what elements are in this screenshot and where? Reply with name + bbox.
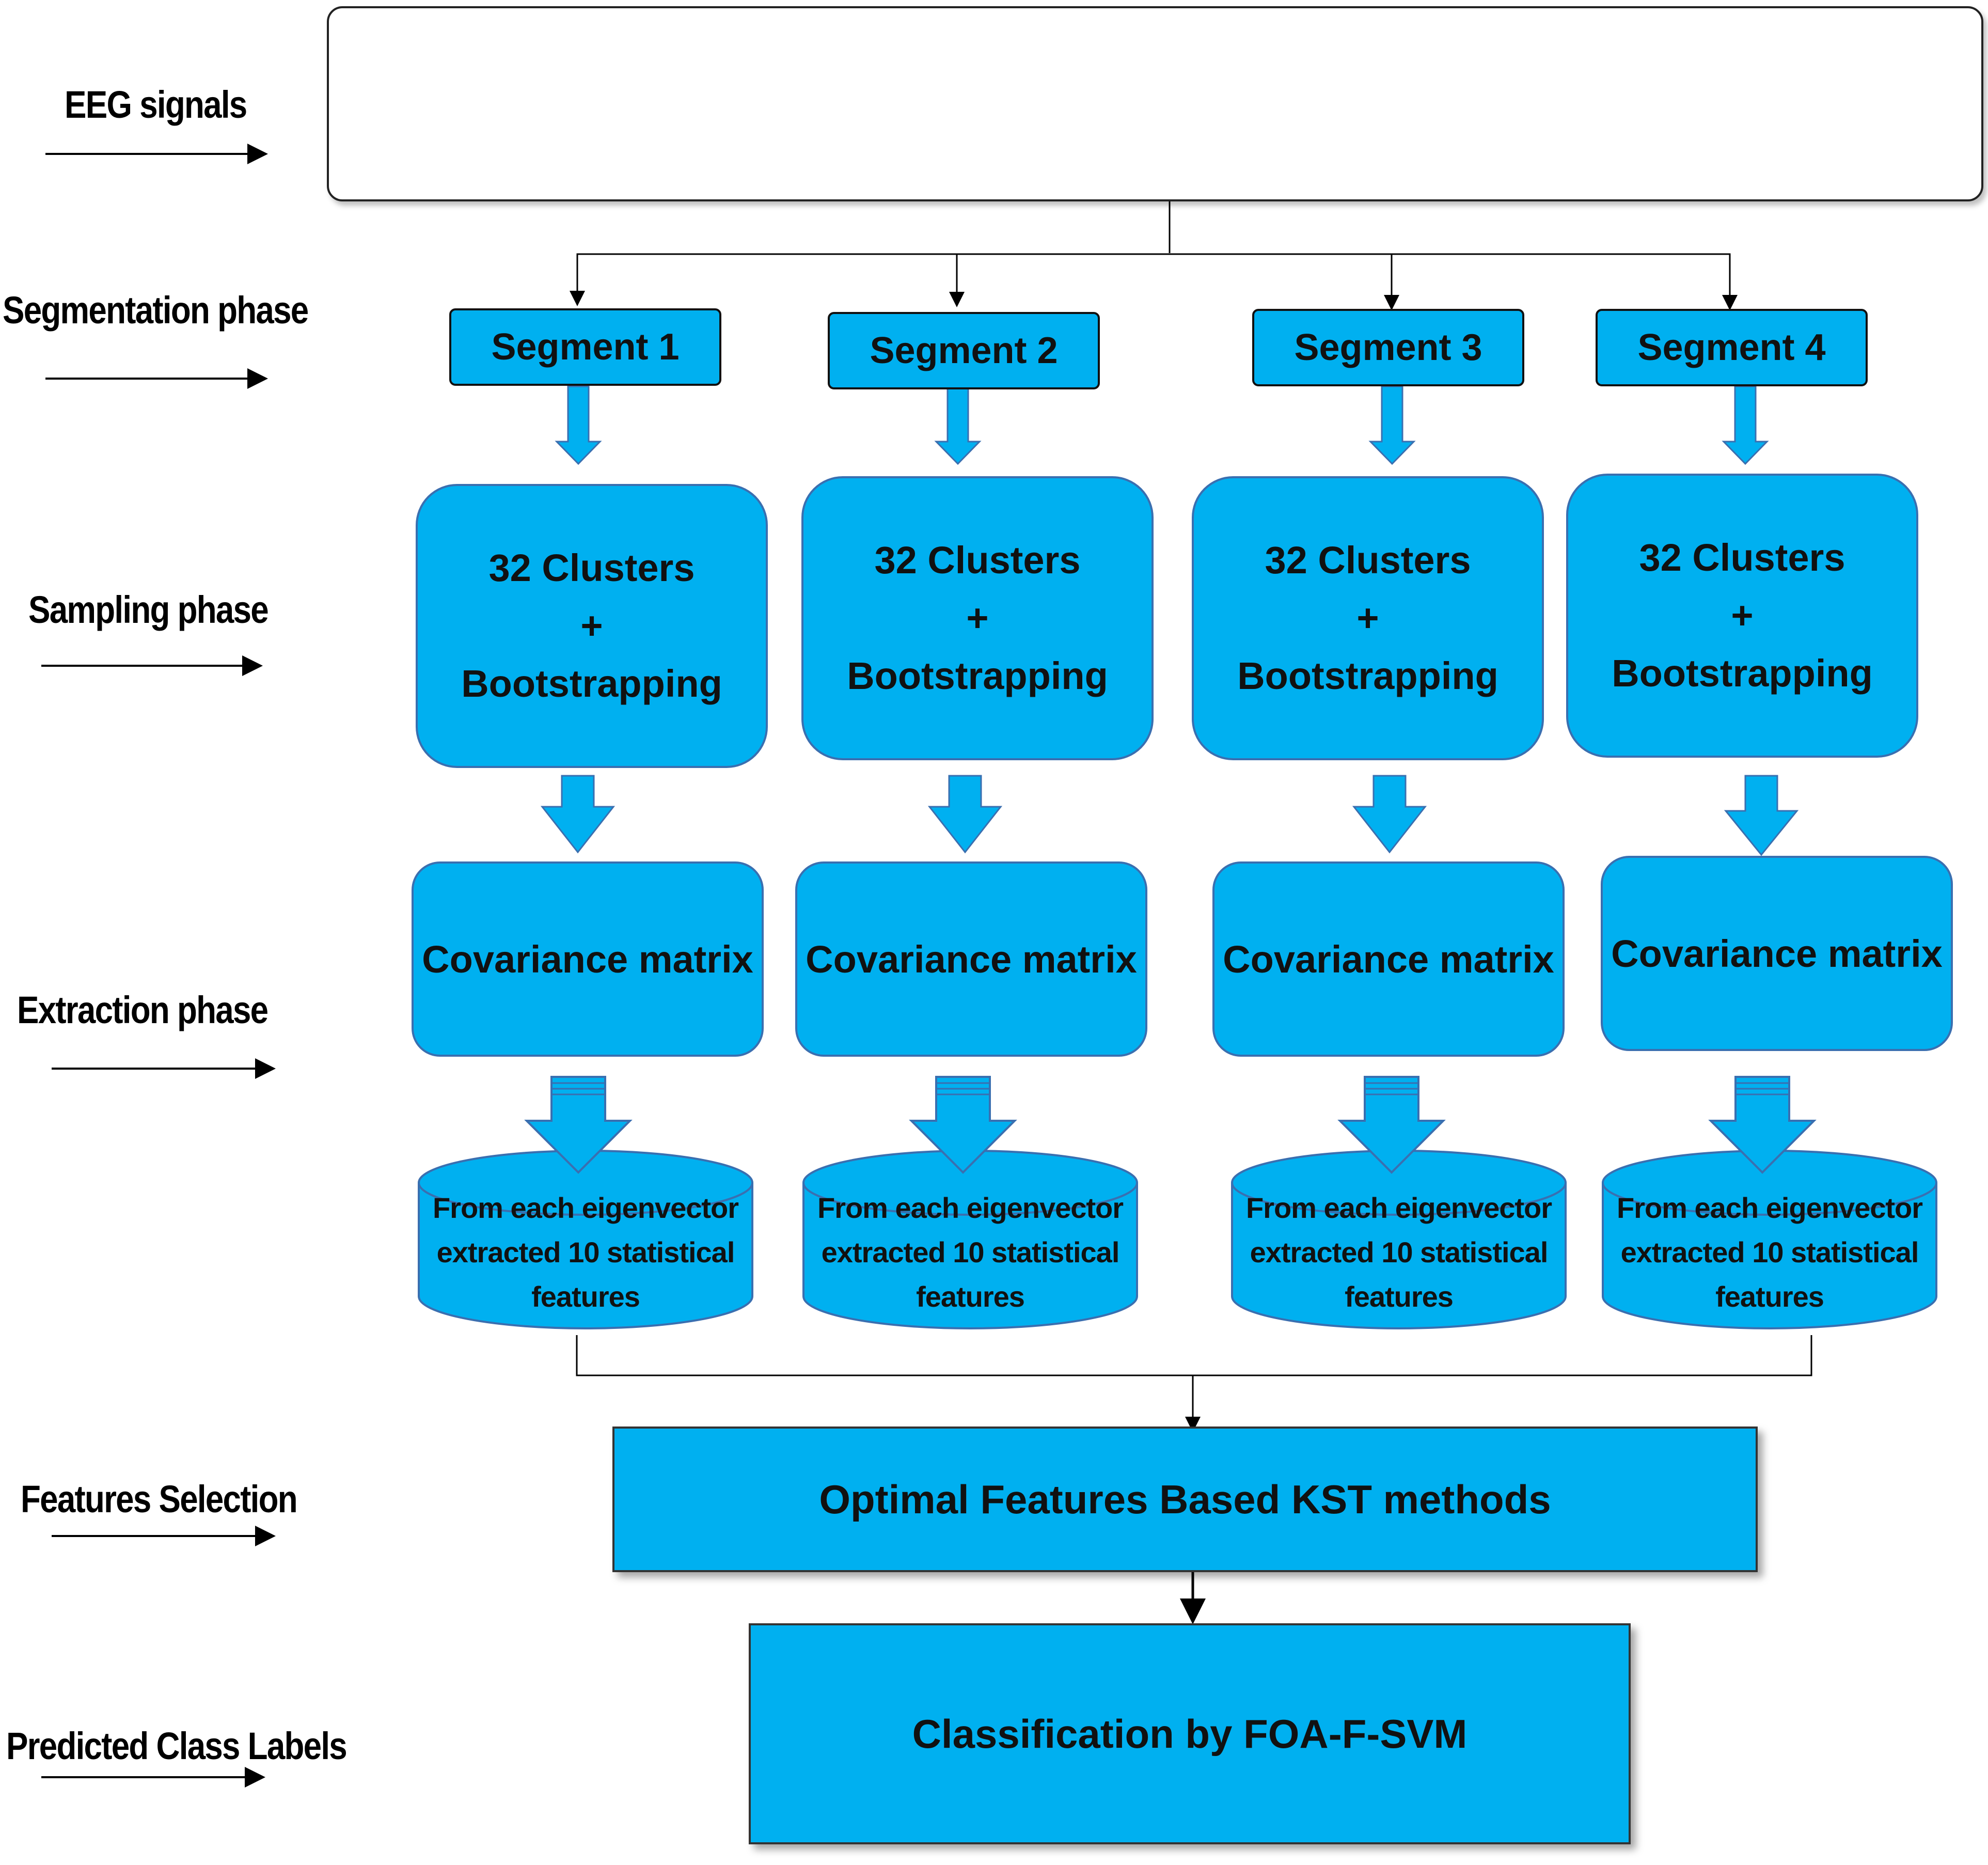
- cylinder-line: features: [531, 1280, 640, 1313]
- segment-box-4: Segment 4: [1596, 309, 1868, 386]
- covariance-box-1: Covariance matrix: [412, 861, 764, 1057]
- segment-box-1: Segment 1: [449, 308, 721, 386]
- block-arrows-row1: [555, 385, 1769, 465]
- cluster-title: 32 Clusters: [488, 546, 695, 589]
- feature-selection-box: Optimal Features Based KST methods: [612, 1427, 1758, 1572]
- phase-label-extraction: Extraction phase: [17, 989, 269, 1031]
- classification-box: Classification by FOA-F-SVM: [749, 1623, 1631, 1844]
- cylinder-line: From each eigenvector: [432, 1192, 739, 1224]
- cluster-box-2: 32 Clusters + Bootstrapping: [801, 476, 1154, 760]
- cylinder-body-2: [802, 1183, 1138, 1329]
- block-arrow-cluster1: [540, 775, 616, 854]
- cluster-plus: +: [1356, 597, 1379, 639]
- cylinder-text-2: From each eigenvector extracted 10 stati…: [803, 1183, 1138, 1322]
- block-arrow-cluster4: [1724, 775, 1799, 856]
- cylinder-line: From each eigenvector: [1616, 1192, 1923, 1224]
- cluster-method: Bootstrapping: [461, 662, 722, 705]
- cylinder-text-3: From each eigenvector extracted 10 stati…: [1232, 1183, 1566, 1322]
- cylinder-line: features: [1715, 1280, 1824, 1313]
- cylinder-body-1: [418, 1183, 753, 1329]
- block-arrow-cluster2: [927, 775, 1003, 854]
- block-arrow-seg1: [555, 385, 602, 465]
- segment-box-3: Segment 3: [1252, 309, 1524, 386]
- cluster-box-3: 32 Clusters + Bootstrapping: [1192, 476, 1544, 760]
- cluster-plus: +: [580, 604, 603, 647]
- cylinder-text-4: From each eigenvector extracted 10 stati…: [1602, 1183, 1937, 1322]
- cylinder-text-1: From each eigenvector extracted 10 stati…: [418, 1183, 753, 1322]
- covariance-box-4: Covariance matrix: [1601, 856, 1953, 1051]
- cluster-title: 32 Clusters: [1265, 539, 1471, 582]
- phase-arrows: [41, 144, 276, 1788]
- cluster-method: Bootstrapping: [847, 654, 1108, 697]
- cylinder-line: extracted 10 statistical: [436, 1236, 735, 1268]
- striped-arrow-2: [909, 1076, 1017, 1174]
- cluster-method: Bootstrapping: [1612, 652, 1873, 695]
- eeg-signal-frame: [327, 6, 1983, 201]
- cylinder-body-3: [1231, 1183, 1567, 1329]
- cylinder-line: From each eigenvector: [1245, 1192, 1552, 1224]
- cluster-box-1: 32 Clusters + Bootstrapping: [416, 484, 768, 768]
- cylinder-line: From each eigenvector: [817, 1192, 1124, 1224]
- covariance-box-2: Covariance matrix: [795, 861, 1147, 1057]
- cylinder-line: extracted 10 statistical: [821, 1236, 1120, 1268]
- striped-arrow-1: [524, 1076, 633, 1174]
- segment-box-2: Segment 2: [828, 312, 1100, 389]
- striped-arrow-3: [1337, 1076, 1446, 1174]
- block-arrow-seg2: [934, 385, 982, 465]
- striped-arrow-4: [1708, 1076, 1817, 1174]
- phase-label-predicted: Predicted Class Labels: [6, 1725, 348, 1767]
- cylinder-line: extracted 10 statistical: [1620, 1236, 1919, 1268]
- covariance-box-3: Covariance matrix: [1212, 861, 1565, 1057]
- merge-connector: [576, 1335, 1812, 1624]
- cluster-plus: +: [1731, 594, 1754, 637]
- feature-cylinders: [418, 1076, 1937, 1329]
- phase-label-selection: Features Selection: [21, 1478, 298, 1521]
- phase-label-sampling: Sampling phase: [28, 588, 269, 631]
- cylinder-line: features: [916, 1280, 1025, 1313]
- phase-label-eeg: EEG signals: [65, 83, 247, 126]
- cluster-method: Bootstrapping: [1237, 654, 1498, 697]
- cluster-plus: +: [966, 597, 989, 639]
- block-arrow-seg3: [1368, 385, 1416, 465]
- cluster-title: 32 Clusters: [874, 539, 1081, 582]
- segment-connectors: [570, 196, 1738, 310]
- phase-label-segmentation: Segmentation phase: [3, 289, 309, 332]
- cluster-title: 32 Clusters: [1639, 536, 1845, 579]
- cylinder-body-4: [1602, 1183, 1937, 1329]
- block-arrow-seg4: [1722, 385, 1769, 465]
- cylinder-line: features: [1345, 1280, 1454, 1313]
- cylinder-line: extracted 10 statistical: [1250, 1236, 1549, 1268]
- block-arrow-cluster3: [1352, 775, 1427, 854]
- cluster-box-4: 32 Clusters + Bootstrapping: [1566, 474, 1918, 758]
- block-arrows-row2: [540, 775, 1799, 856]
